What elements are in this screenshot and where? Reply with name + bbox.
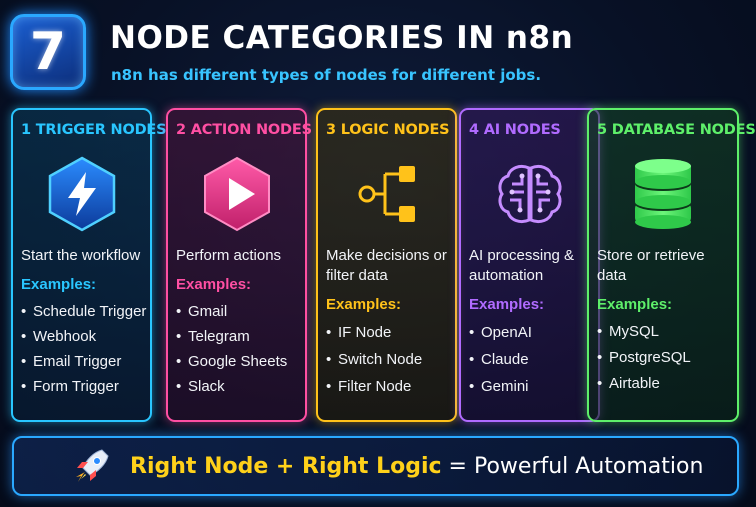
list-item: •Google Sheets xyxy=(176,353,288,370)
list-item: •Gmail xyxy=(176,303,228,320)
examples-list: •MySQL •PostgreSQL •Airtable xyxy=(597,319,729,397)
list-item: •Gemini xyxy=(469,378,529,395)
branch-flow-icon xyxy=(358,166,415,222)
card-description: Store or retrieve data xyxy=(597,247,705,284)
page-subtitle: n8n has different types of nodes for dif… xyxy=(111,66,542,84)
lightning-bolt-icon xyxy=(48,156,115,232)
list-item: •Airtable xyxy=(597,375,660,392)
list-item: •Telegram xyxy=(176,328,250,345)
card-action-nodes: 2 ACTION NODES Perform actions Examples:… xyxy=(166,108,312,422)
card-title: 3 LOGIC NODES xyxy=(326,122,450,138)
card-title: 5 DATABASE NODES xyxy=(597,122,756,138)
list-item: •Switch Node xyxy=(326,351,423,368)
examples-list: •Schedule Trigger •Webhook •Email Trigge… xyxy=(21,299,147,399)
badge-number: 7 xyxy=(29,22,67,82)
page-title: NODE CATEGORIES IN n8n xyxy=(110,20,574,56)
play-icon xyxy=(203,156,270,232)
examples-label: Examples: xyxy=(21,276,97,293)
list-item: •Schedule Trigger xyxy=(21,303,147,320)
card-description: AI processing & automation xyxy=(469,247,575,284)
database-icon xyxy=(635,159,691,229)
examples-list: •OpenAI •Claude •Gemini xyxy=(469,319,590,400)
card-logic-nodes: 3 LOGIC NODES Make decisions or filter d… xyxy=(316,108,457,422)
list-item: •Email Trigger xyxy=(21,353,122,370)
card-database-nodes: 5 DATABASE NODES Store or retrieve data … xyxy=(587,108,756,422)
list-item: •IF Node xyxy=(326,324,392,341)
footer-slogan: Right Node + Right Logic = Powerful Auto… xyxy=(130,454,703,479)
card-description: Perform actions xyxy=(176,247,282,264)
brain-icon xyxy=(498,164,561,224)
card-title: 1 TRIGGER NODES xyxy=(21,122,167,138)
card-description: Make decisions or filter data xyxy=(326,247,447,284)
card-title: 2 ACTION NODES xyxy=(176,122,312,138)
examples-label: Examples: xyxy=(176,276,252,293)
examples-list: •IF Node •Switch Node •Filter Node xyxy=(326,319,447,400)
examples-label: Examples: xyxy=(597,296,673,313)
list-item: •Claude xyxy=(469,351,529,368)
list-item: •PostgreSQL xyxy=(597,349,691,366)
list-item: •MySQL xyxy=(597,323,660,340)
slogan-plain: = Powerful Automation xyxy=(441,453,704,479)
list-item: •Webhook xyxy=(21,328,97,345)
list-item: •OpenAI xyxy=(469,324,532,341)
list-item: •Slack xyxy=(176,378,225,395)
number-badge: 7 xyxy=(10,14,86,90)
list-item: •Filter Node xyxy=(326,378,412,395)
footer-banner: Right Node + Right Logic = Powerful Auto… xyxy=(12,436,739,496)
card-description: Start the workflow xyxy=(21,247,141,264)
examples-label: Examples: xyxy=(326,296,402,313)
slogan-highlight: Right Node + Right Logic xyxy=(130,453,442,479)
list-item: •Form Trigger xyxy=(21,378,119,395)
examples-list: •Gmail •Telegram •Google Sheets •Slack xyxy=(176,299,297,399)
rocket-icon xyxy=(76,449,109,482)
examples-label: Examples: xyxy=(469,296,545,313)
card-trigger-nodes: 1 TRIGGER NODES Start the workflow Examp… xyxy=(11,108,167,422)
card-ai-nodes: 4 AI NODES AI processing & automation Ex… xyxy=(459,108,600,422)
card-title: 4 AI NODES xyxy=(469,122,561,138)
